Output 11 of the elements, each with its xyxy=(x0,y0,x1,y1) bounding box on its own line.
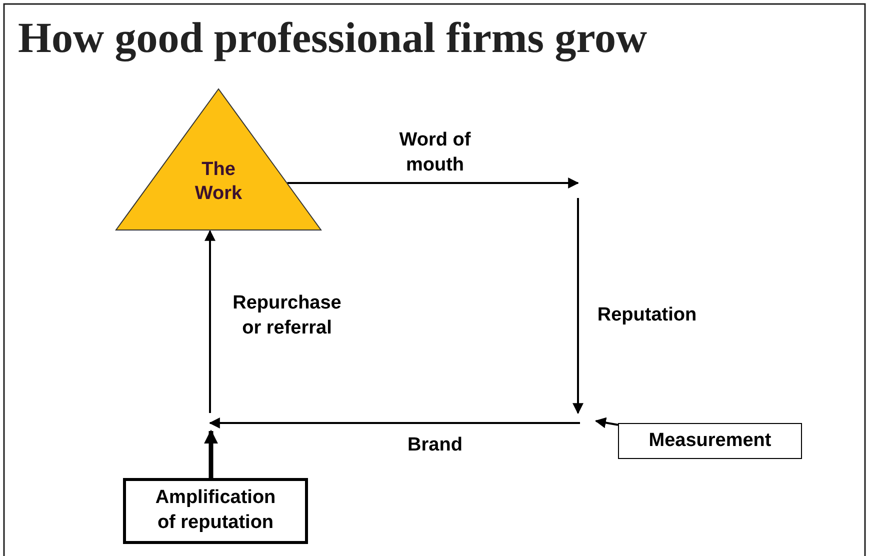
node-text: The Work xyxy=(194,158,244,206)
arrow xyxy=(287,178,580,188)
arrow xyxy=(594,417,618,428)
arrow xyxy=(204,230,216,413)
arrow xyxy=(204,430,218,478)
node-text: Amplification of reputation xyxy=(154,486,277,535)
node-text: Measurement xyxy=(648,428,772,453)
label-box xyxy=(123,478,308,544)
label-box xyxy=(618,423,802,459)
triangle-shape xyxy=(115,88,322,231)
slide-title: How good professional firms grow xyxy=(18,14,648,63)
